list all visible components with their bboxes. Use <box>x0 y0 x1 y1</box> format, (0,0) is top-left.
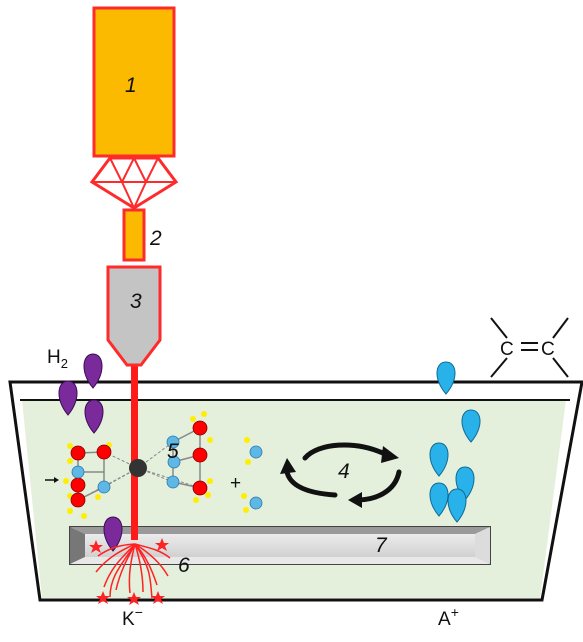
cathode-symbol: K <box>122 609 135 630</box>
electrode-bevel-top <box>70 527 490 534</box>
spark-stars <box>89 538 169 605</box>
label-5: 5 <box>167 440 179 463</box>
spark-icon <box>95 543 171 599</box>
center-atom <box>129 459 147 477</box>
hydrogen-subscript: 2 <box>61 356 68 371</box>
drop-icon <box>84 399 104 434</box>
alkene-carbon-right: C <box>541 339 555 360</box>
label-7: 7 <box>375 534 388 557</box>
cathode-sign: − <box>135 604 143 620</box>
label-2: 2 <box>149 227 162 250</box>
molecular-cluster <box>63 411 263 519</box>
arrow-right-icon <box>45 477 59 483</box>
gem-icon <box>89 155 179 211</box>
anode-drops <box>429 361 481 523</box>
drop-icon <box>461 409 481 443</box>
label-6: 6 <box>178 554 190 577</box>
arrow-cycle-icon <box>280 442 402 508</box>
drop-icon <box>83 353 103 389</box>
bath-outline <box>8 380 583 602</box>
electrode-bevel-left <box>70 527 85 564</box>
drop-icon <box>436 361 456 395</box>
electrode-bevel-bottom <box>70 557 490 564</box>
focusing-head <box>106 265 162 367</box>
hydrogen-symbol: H <box>47 347 61 368</box>
laser-source-box <box>92 6 176 158</box>
drop-icon <box>103 516 123 552</box>
label-1: 1 <box>125 74 137 97</box>
drop-icon <box>58 380 78 416</box>
drop-icon <box>429 482 449 517</box>
alkene-structure: C C <box>490 317 569 378</box>
hydrogen-label: H2 <box>47 347 68 371</box>
plus-sign: + <box>230 473 241 494</box>
anode-symbol: A <box>438 609 451 630</box>
alkene-carbon-left: C <box>500 339 514 360</box>
drop-icon <box>429 442 449 477</box>
anode-sign: + <box>451 604 459 620</box>
bath-liquid <box>22 400 566 598</box>
label-4: 4 <box>338 460 350 483</box>
cathode-label: K− <box>122 604 143 630</box>
beam-tube <box>122 208 146 262</box>
label-3: 3 <box>130 290 142 313</box>
anode-label: A+ <box>438 604 459 630</box>
laser-beam <box>131 362 138 540</box>
hydrogen-drops <box>58 353 123 552</box>
electrode-bevel-right <box>475 527 490 564</box>
drop-icon <box>447 488 467 523</box>
